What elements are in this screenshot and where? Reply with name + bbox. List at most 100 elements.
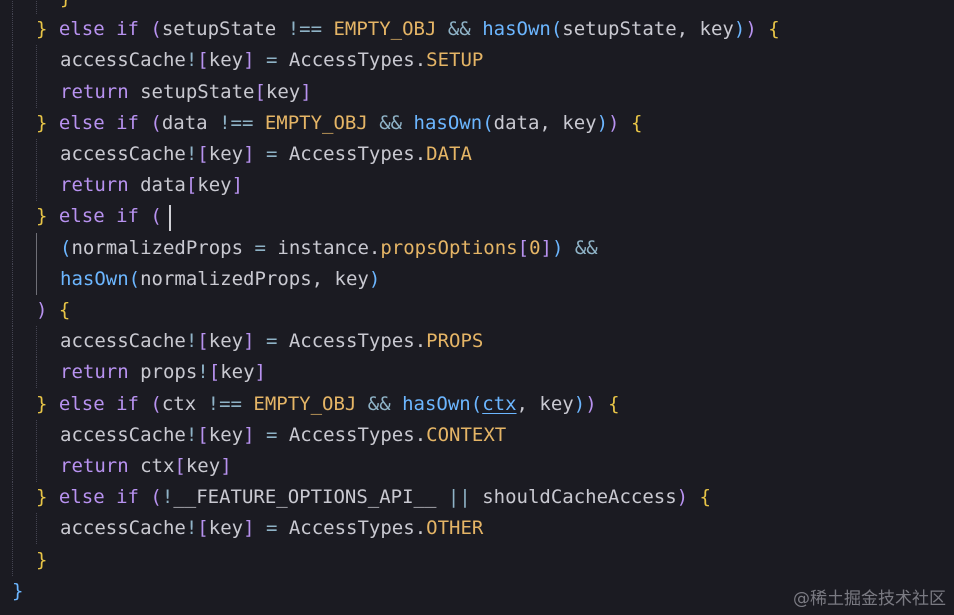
code-token: return (60, 455, 141, 477)
code-line[interactable]: } else if (!__FEATURE_OPTIONS_API__ || s… (0, 482, 954, 514)
code-token: [ (517, 236, 530, 259)
code-line[interactable]: accessCache![key] = AccessTypes.DATA (0, 139, 954, 170)
code-token: ( (550, 18, 563, 41)
code-token: else if (58, 205, 151, 228)
code-token: setupState, key (562, 18, 734, 41)
code-token: hasOwn (60, 267, 129, 290)
code-token: ) (608, 111, 631, 134)
code-token: = (265, 330, 289, 353)
code-line[interactable]: } else if ( (0, 201, 954, 233)
code-token: key (208, 517, 244, 540)
code-line[interactable]: accessCache![key] = AccessTypes.PROPS (0, 326, 954, 358)
code-text: return props![key] (60, 357, 266, 388)
code-token: } (12, 579, 24, 602)
code-token: [ (254, 80, 266, 103)
code-token: shouldCacheAccess (482, 486, 677, 509)
code-line[interactable]: } else if (ctx !== EMPTY_OBJ && hasOwn(c… (0, 388, 954, 420)
code-token: ) (676, 486, 700, 509)
indent-guide (12, 295, 13, 326)
code-text: } else if (!__FEATURE_OPTIONS_API__ || s… (36, 482, 711, 513)
code-token: setupState (161, 18, 288, 41)
code-text: } else if (setupState !== EMPTY_OBJ && h… (36, 14, 780, 45)
code-token: { (699, 486, 711, 509)
code-text: accessCache![key] = AccessTypes.CONTEXT (60, 420, 506, 451)
indent-guide (12, 76, 13, 108)
code-token: key (185, 455, 221, 477)
code-token: ] (243, 330, 266, 353)
code-token: [ (174, 455, 186, 477)
code-token: CONTEXT (426, 423, 507, 446)
code-token: ( (482, 111, 494, 134)
code-text: (normalizedProps = instance.propsOptions… (60, 233, 598, 264)
code-token: EMPTY_OBJ (333, 18, 448, 41)
code-line[interactable]: } (0, 544, 954, 576)
indent-guide (12, 388, 13, 420)
code-token: ! (185, 143, 198, 165)
code-line[interactable]: } (0, 0, 954, 14)
code-token: [ (197, 423, 209, 446)
code-token: } (36, 18, 59, 41)
code-token: ] (243, 517, 266, 540)
code-line[interactable]: ) { (0, 295, 954, 326)
code-token: AccessTypes. (288, 423, 427, 446)
code-token: key (220, 361, 255, 384)
code-token: key (208, 423, 244, 446)
indent-guide (12, 263, 13, 295)
code-text: accessCache![key] = AccessTypes.PROPS (60, 326, 483, 357)
code-token: = (265, 517, 289, 540)
indent-guide (12, 201, 13, 233)
code-token: } (36, 486, 59, 509)
code-line[interactable]: } (0, 576, 954, 607)
code-token: !== (207, 392, 254, 415)
code-line[interactable]: accessCache![key] = AccessTypes.OTHER (0, 513, 954, 545)
code-token: ( (150, 392, 162, 415)
code-token: propsOptions (380, 236, 518, 259)
indent-guide (12, 170, 13, 202)
code-line[interactable]: return ctx[key] (0, 451, 954, 482)
indent-guide (36, 76, 37, 108)
code-line[interactable]: } else if (setupState !== EMPTY_OBJ && h… (0, 14, 954, 46)
code-line[interactable]: return props![key] (0, 357, 954, 389)
code-token: else if (58, 392, 151, 415)
code-text: } else if ( (36, 201, 162, 232)
code-token: || (447, 486, 483, 509)
code-line[interactable]: return setupState[key] (0, 76, 954, 108)
code-text: } else if (data !== EMPTY_OBJ && hasOwn(… (36, 108, 642, 139)
code-token: props (140, 361, 198, 384)
code-line[interactable]: } else if (data !== EMPTY_OBJ && hasOwn(… (0, 107, 954, 139)
code-token: { (608, 392, 620, 415)
indent-guide (12, 482, 13, 514)
code-token: ! (185, 517, 198, 540)
code-token: return (60, 80, 141, 103)
indent-guide (12, 45, 13, 77)
code-token: return (60, 361, 141, 384)
code-token: __FEATURE_OPTIONS_API__ (173, 486, 448, 509)
code-token: OTHER (426, 517, 484, 540)
code-token: ( (470, 392, 483, 415)
indent-guide (36, 419, 37, 451)
code-token: key (265, 80, 301, 103)
indent-guide (36, 513, 37, 545)
code-token: ! (197, 361, 209, 384)
code-token: ] (300, 80, 312, 103)
indent-guide (12, 14, 13, 46)
indent-guide (12, 0, 13, 14)
code-token: hasOwn (402, 392, 471, 415)
code-text: } (60, 0, 71, 14)
code-line[interactable]: (normalizedProps = instance.propsOptions… (0, 232, 954, 264)
code-line[interactable]: accessCache![key] = AccessTypes.CONTEXT (0, 419, 954, 451)
code-token: data (161, 111, 220, 134)
code-line[interactable]: return data[key] (0, 170, 954, 202)
code-token: accessCache (60, 143, 186, 165)
code-token: } (60, 0, 71, 9)
code-token: EMPTY_OBJ (253, 392, 368, 415)
code-token: && (367, 392, 403, 415)
code-text: ) { (36, 295, 70, 326)
code-line[interactable]: accessCache![key] = AccessTypes.SETUP (0, 45, 954, 77)
code-token: ( (150, 205, 162, 228)
code-token: && (447, 18, 483, 41)
code-token: key (208, 143, 244, 165)
code-text: accessCache![key] = AccessTypes.DATA (60, 139, 472, 170)
code-line[interactable]: hasOwn(normalizedProps, key) (0, 263, 954, 295)
